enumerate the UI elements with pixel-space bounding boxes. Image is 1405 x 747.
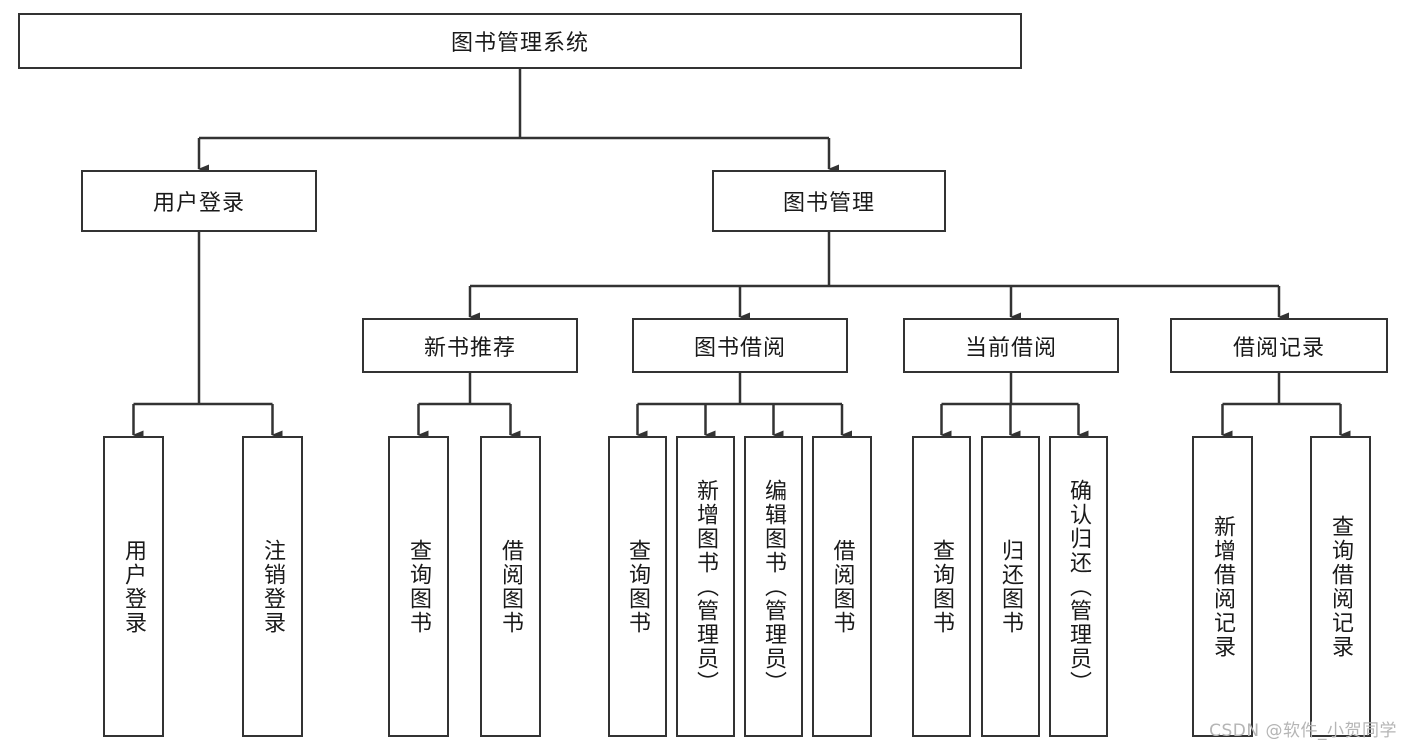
node-borrow-record-label: 借阅记录 <box>1232 335 1325 361</box>
node-user-login[interactable]: 用户登录 <box>81 170 317 232</box>
node-current-borrow[interactable]: 当前借阅 <box>903 318 1119 373</box>
leaf-borrow-book-label: 借阅图书 <box>829 538 855 635</box>
leaf-user-login[interactable]: 用户登录 <box>103 436 164 737</box>
leaf-borrow-book[interactable]: 借阅图书 <box>812 436 872 737</box>
leaf-borrow-book-recommend-label: 借阅图书 <box>498 538 524 635</box>
leaf-add-book-label: 新增图书（管理员） <box>693 478 719 695</box>
node-book-manage[interactable]: 图书管理 <box>712 170 946 232</box>
watermark-text: CSDN @软件_小贺同学 <box>1209 721 1397 741</box>
leaf-query-book-recommend-label: 查询图书 <box>406 538 432 635</box>
node-current-borrow-label: 当前借阅 <box>964 335 1057 361</box>
leaf-return-book[interactable]: 归还图书 <box>981 436 1040 737</box>
leaf-query-book-current[interactable]: 查询图书 <box>912 436 971 737</box>
node-root[interactable]: 图书管理系统 <box>18 13 1022 69</box>
leaf-user-login-label: 用户登录 <box>121 538 147 635</box>
leaf-add-book[interactable]: 新增图书（管理员） <box>676 436 735 737</box>
node-new-book-recommend[interactable]: 新书推荐 <box>362 318 578 373</box>
leaf-edit-book[interactable]: 编辑图书（管理员） <box>744 436 803 737</box>
node-user-login-label: 用户登录 <box>152 191 245 216</box>
leaf-logout-label: 注销登录 <box>260 538 286 635</box>
leaf-query-borrow-record-label: 查询借阅记录 <box>1328 514 1354 659</box>
node-new-book-recommend-label: 新书推荐 <box>423 335 516 361</box>
leaf-borrow-book-recommend[interactable]: 借阅图书 <box>480 436 541 737</box>
leaf-query-book-recommend[interactable]: 查询图书 <box>388 436 449 737</box>
leaf-query-borrow-record[interactable]: 查询借阅记录 <box>1310 436 1371 737</box>
node-book-borrow-label: 图书借阅 <box>693 335 786 361</box>
leaf-edit-book-label: 编辑图书（管理员） <box>761 478 787 695</box>
node-book-borrow[interactable]: 图书借阅 <box>632 318 848 373</box>
node-root-label: 图书管理系统 <box>450 31 589 56</box>
node-borrow-record[interactable]: 借阅记录 <box>1170 318 1388 373</box>
leaf-query-book-current-label: 查询图书 <box>929 538 955 635</box>
leaf-add-borrow-record-label: 新增借阅记录 <box>1210 514 1236 659</box>
leaf-logout[interactable]: 注销登录 <box>242 436 303 737</box>
leaf-query-book-borrow[interactable]: 查询图书 <box>608 436 667 737</box>
node-book-manage-label: 图书管理 <box>782 191 875 216</box>
leaf-confirm-return-label: 确认归还（管理员） <box>1066 478 1092 695</box>
leaf-confirm-return[interactable]: 确认归还（管理员） <box>1049 436 1108 737</box>
leaf-return-book-label: 归还图书 <box>998 538 1024 635</box>
leaf-query-book-borrow-label: 查询图书 <box>625 538 651 635</box>
leaf-add-borrow-record[interactable]: 新增借阅记录 <box>1192 436 1253 737</box>
